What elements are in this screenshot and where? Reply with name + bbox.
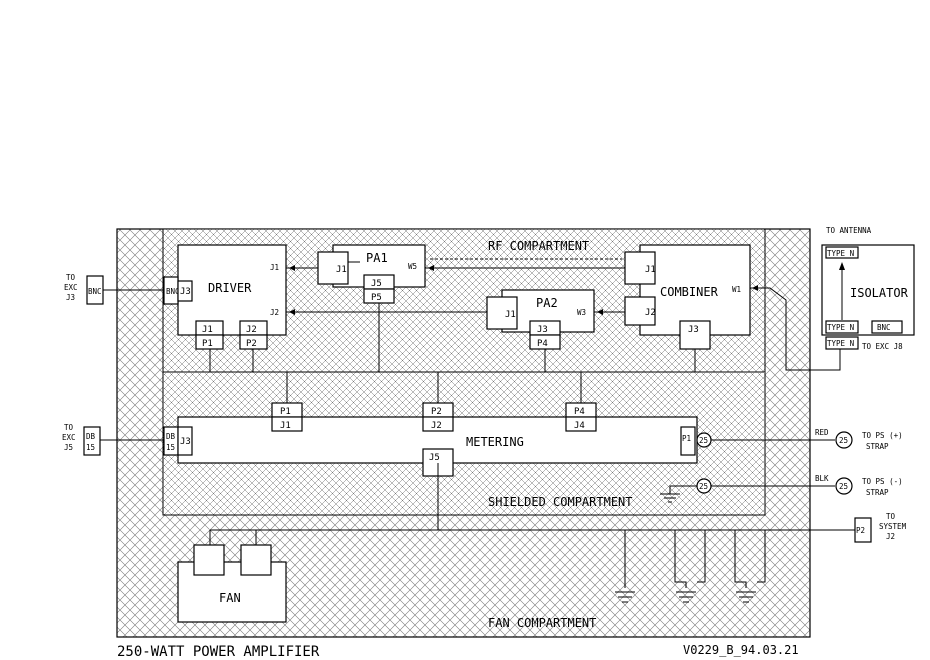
fan-label: FAN	[219, 591, 241, 605]
driver-j2-label: J2	[246, 325, 257, 335]
iso-type-n-top: TYPE N	[827, 249, 854, 258]
driver-j1-label: J1	[202, 325, 213, 335]
combiner-j2-label: J2	[645, 308, 656, 318]
metering-p2-label: P2	[431, 407, 442, 417]
to-exc-j5-line3: J5	[64, 443, 73, 452]
driver-label: DRIVER	[208, 281, 252, 295]
metering-j1-label: J1	[280, 421, 291, 431]
combiner-module	[639, 244, 751, 336]
to-system-line1: TO	[886, 512, 896, 521]
combiner-j1-label: J1	[645, 265, 656, 275]
strap1-label: STRAP	[866, 442, 889, 451]
circle-25a: 25	[699, 436, 708, 445]
drawing-id: V0229_B_94.03.21	[683, 643, 799, 657]
pa1-p5-label: P5	[371, 293, 382, 303]
pa2-label: PA2	[536, 296, 558, 310]
driver-p2-label: P2	[246, 339, 257, 349]
combiner-w1-label: W1	[732, 285, 741, 294]
pa1-label: PA1	[366, 251, 388, 265]
metering-p1-label: P1	[280, 407, 291, 417]
driver-bnc-label: BNC	[166, 287, 180, 296]
to-exc-j5-line1: TO	[64, 423, 74, 432]
metering-j5-label: J5	[429, 453, 440, 463]
iso-type-n-mid: TYPE N	[827, 323, 854, 332]
to-exc-j3-line3: J3	[66, 293, 75, 302]
to-system-line3: J2	[886, 532, 895, 541]
isolator-label: ISOLATOR	[850, 286, 909, 300]
to-exc-j5-line2: EXC	[62, 433, 76, 442]
ext-15-label: 15	[86, 443, 95, 452]
strap2-label: STRAP	[866, 488, 889, 497]
metering-j3-label: J3	[180, 437, 191, 447]
pa2-w3-label: W3	[577, 308, 586, 317]
to-ps-plus-label: TO PS (+)	[862, 431, 903, 440]
circle-25b: 25	[839, 436, 848, 445]
iso-type-n-bot: TYPE N	[827, 339, 854, 348]
metering-j4-label: J4	[574, 421, 585, 431]
combiner-j3-label: J3	[688, 325, 699, 335]
pa2-p4-label: P4	[537, 339, 548, 349]
blk-label: BLK	[815, 474, 829, 483]
sys-p2-label: P2	[856, 526, 865, 535]
metering-j2-label: J2	[431, 421, 442, 431]
pa2-j3-label: J3	[537, 325, 548, 335]
to-antenna-label: TO ANTENNA	[826, 226, 872, 235]
iso-bnc: BNC	[877, 323, 891, 332]
metering-p1-right-label: P1	[682, 434, 691, 443]
circle-25d: 25	[839, 482, 848, 491]
to-system-line2: SYSTEM	[879, 522, 907, 531]
to-ps-minus-label: TO PS (-)	[862, 477, 903, 486]
isolator-module	[821, 244, 915, 336]
shielded-compartment-label: SHIELDED COMPARTMENT	[488, 495, 633, 509]
pa1-j1-label: J1	[336, 265, 347, 275]
ext-db-label: DB	[86, 432, 96, 441]
driver-out1-label: J1	[270, 263, 279, 272]
metering-p4-label: P4	[574, 407, 585, 417]
rf-compartment-label: RF COMPARTMENT	[488, 239, 589, 253]
fan-compartment-label: FAN COMPARTMENT	[488, 616, 596, 630]
to-exc-j3-line2: EXC	[64, 283, 78, 292]
metering-db-label: DB	[166, 432, 176, 441]
ext-bnc-label: BNC	[88, 287, 102, 296]
pa1-j5-label: J5	[371, 279, 382, 289]
metering-label: METERING	[466, 435, 524, 449]
diagram-title: 250-WATT POWER AMPLIFIER	[117, 644, 320, 660]
to-exc-j8-label: TO EXC J8	[862, 342, 903, 351]
circle-25c: 25	[699, 482, 708, 491]
metering-15-label: 15	[166, 443, 175, 452]
pa2-j1-label: J1	[505, 310, 516, 320]
to-exc-j3-line1: TO	[66, 273, 76, 282]
driver-j3-label: J3	[180, 287, 191, 297]
driver-out2-label: J2	[270, 308, 279, 317]
pa1-w5-label: W5	[408, 262, 417, 271]
red-label: RED	[815, 428, 829, 437]
combiner-label: COMBINER	[660, 285, 719, 299]
driver-p1-label: P1	[202, 339, 213, 349]
